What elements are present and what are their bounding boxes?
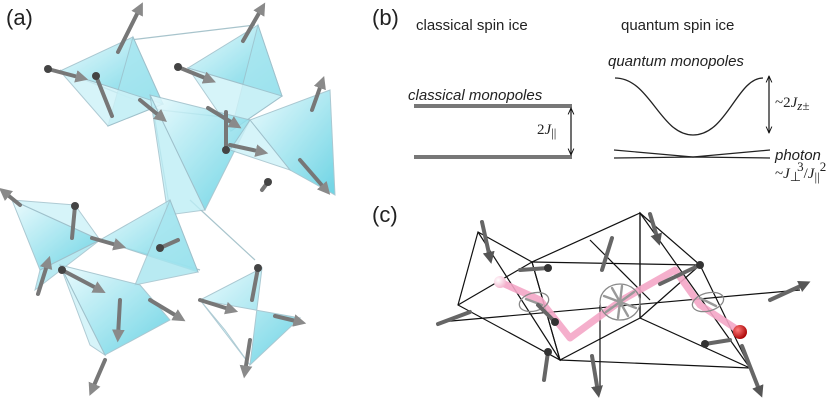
photon-scale-label: ~J⊥3/J||2 [775,159,826,184]
panel-c-label: (c) [372,202,398,227]
flippable-loops [518,283,725,321]
classical-monopoles-label: classical monopoles [408,87,543,104]
classical-spin-ice-heading: classical spin ice [416,17,528,34]
classical-ground-level [414,155,572,159]
panel-b-label: (b) [372,5,399,30]
spins [0,2,331,396]
loop-spokes [524,284,718,320]
photon-band-lower [613,156,771,159]
tetrahedron [98,198,199,286]
antimonopole [494,276,506,288]
classical-monopole-level [414,104,572,108]
tetrahedron [58,35,165,127]
quantum-monopoles-label: quantum monopoles [608,53,744,70]
panel-a-pyrochlore-lattice [0,2,336,396]
quantum-gap-label: ~2Jz± [775,95,810,113]
quantum-spin-ice-heading: quantum spin ice [621,17,734,34]
panel-c-monopole-string [436,211,811,398]
tetrahedron [59,264,171,357]
panel-c-spin-balls [544,261,709,356]
photon-label: photon [774,147,821,164]
tetrahedron [11,199,102,292]
panel-a-label: (a) [6,5,33,30]
tetrahedron [186,23,284,133]
spin-balls [44,63,272,274]
photon-band-upper [613,149,771,158]
classical-gap-label: 2J|| [537,122,556,140]
panel-b-energy-levels: classical spin ice quantum spin ice clas… [408,17,826,184]
panel-c-spins [436,212,811,398]
monopole [733,325,747,339]
quantum-monopole-band [614,77,764,136]
